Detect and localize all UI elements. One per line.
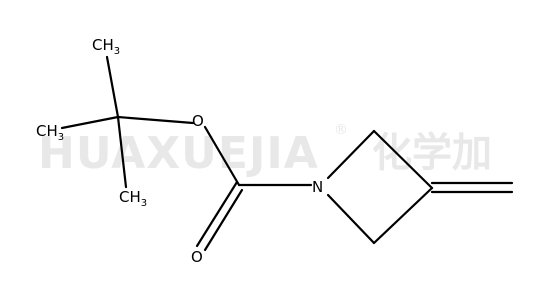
watermark-registered-mark: ®	[334, 122, 348, 138]
bond-ring-c2-c3	[372, 129, 434, 190]
atom-ch3-bottom: CH3	[119, 188, 147, 209]
watermark-cjk: 化学加	[372, 130, 492, 176]
bond-quaternary-c-ch3-top	[105, 55, 120, 119]
atom-n-ring: N	[312, 178, 323, 196]
bonds	[60, 55, 514, 252]
atom-o-ester: O	[192, 112, 204, 130]
bond-carbonyl-double-b	[203, 188, 244, 252]
watermark-latin: HUAXUEJIA	[38, 128, 319, 179]
atom-ch3-left: CH3	[36, 122, 64, 143]
bond-quaternary-c-o-ester	[116, 115, 195, 125]
bond-quaternary-c-ch3-left	[60, 115, 120, 130]
bond-n-ring-c4	[326, 193, 376, 245]
atom-o-carbonyl: O	[191, 248, 203, 266]
bond-quaternary-c-ch3-bottom	[116, 115, 128, 189]
watermark: HUAXUEJIA ® 化学加	[38, 122, 492, 179]
bond-n-ring-c2	[326, 129, 376, 180]
atom-ch3-top: CH3	[92, 36, 120, 57]
bond-ring-c4-c3	[372, 186, 434, 245]
atom-labels: CH3 CH3 CH3 O O N	[36, 36, 323, 266]
bond-carbonyl-double-a	[195, 180, 239, 248]
bond-o-ester-carbonyl-c	[203, 125, 241, 187]
